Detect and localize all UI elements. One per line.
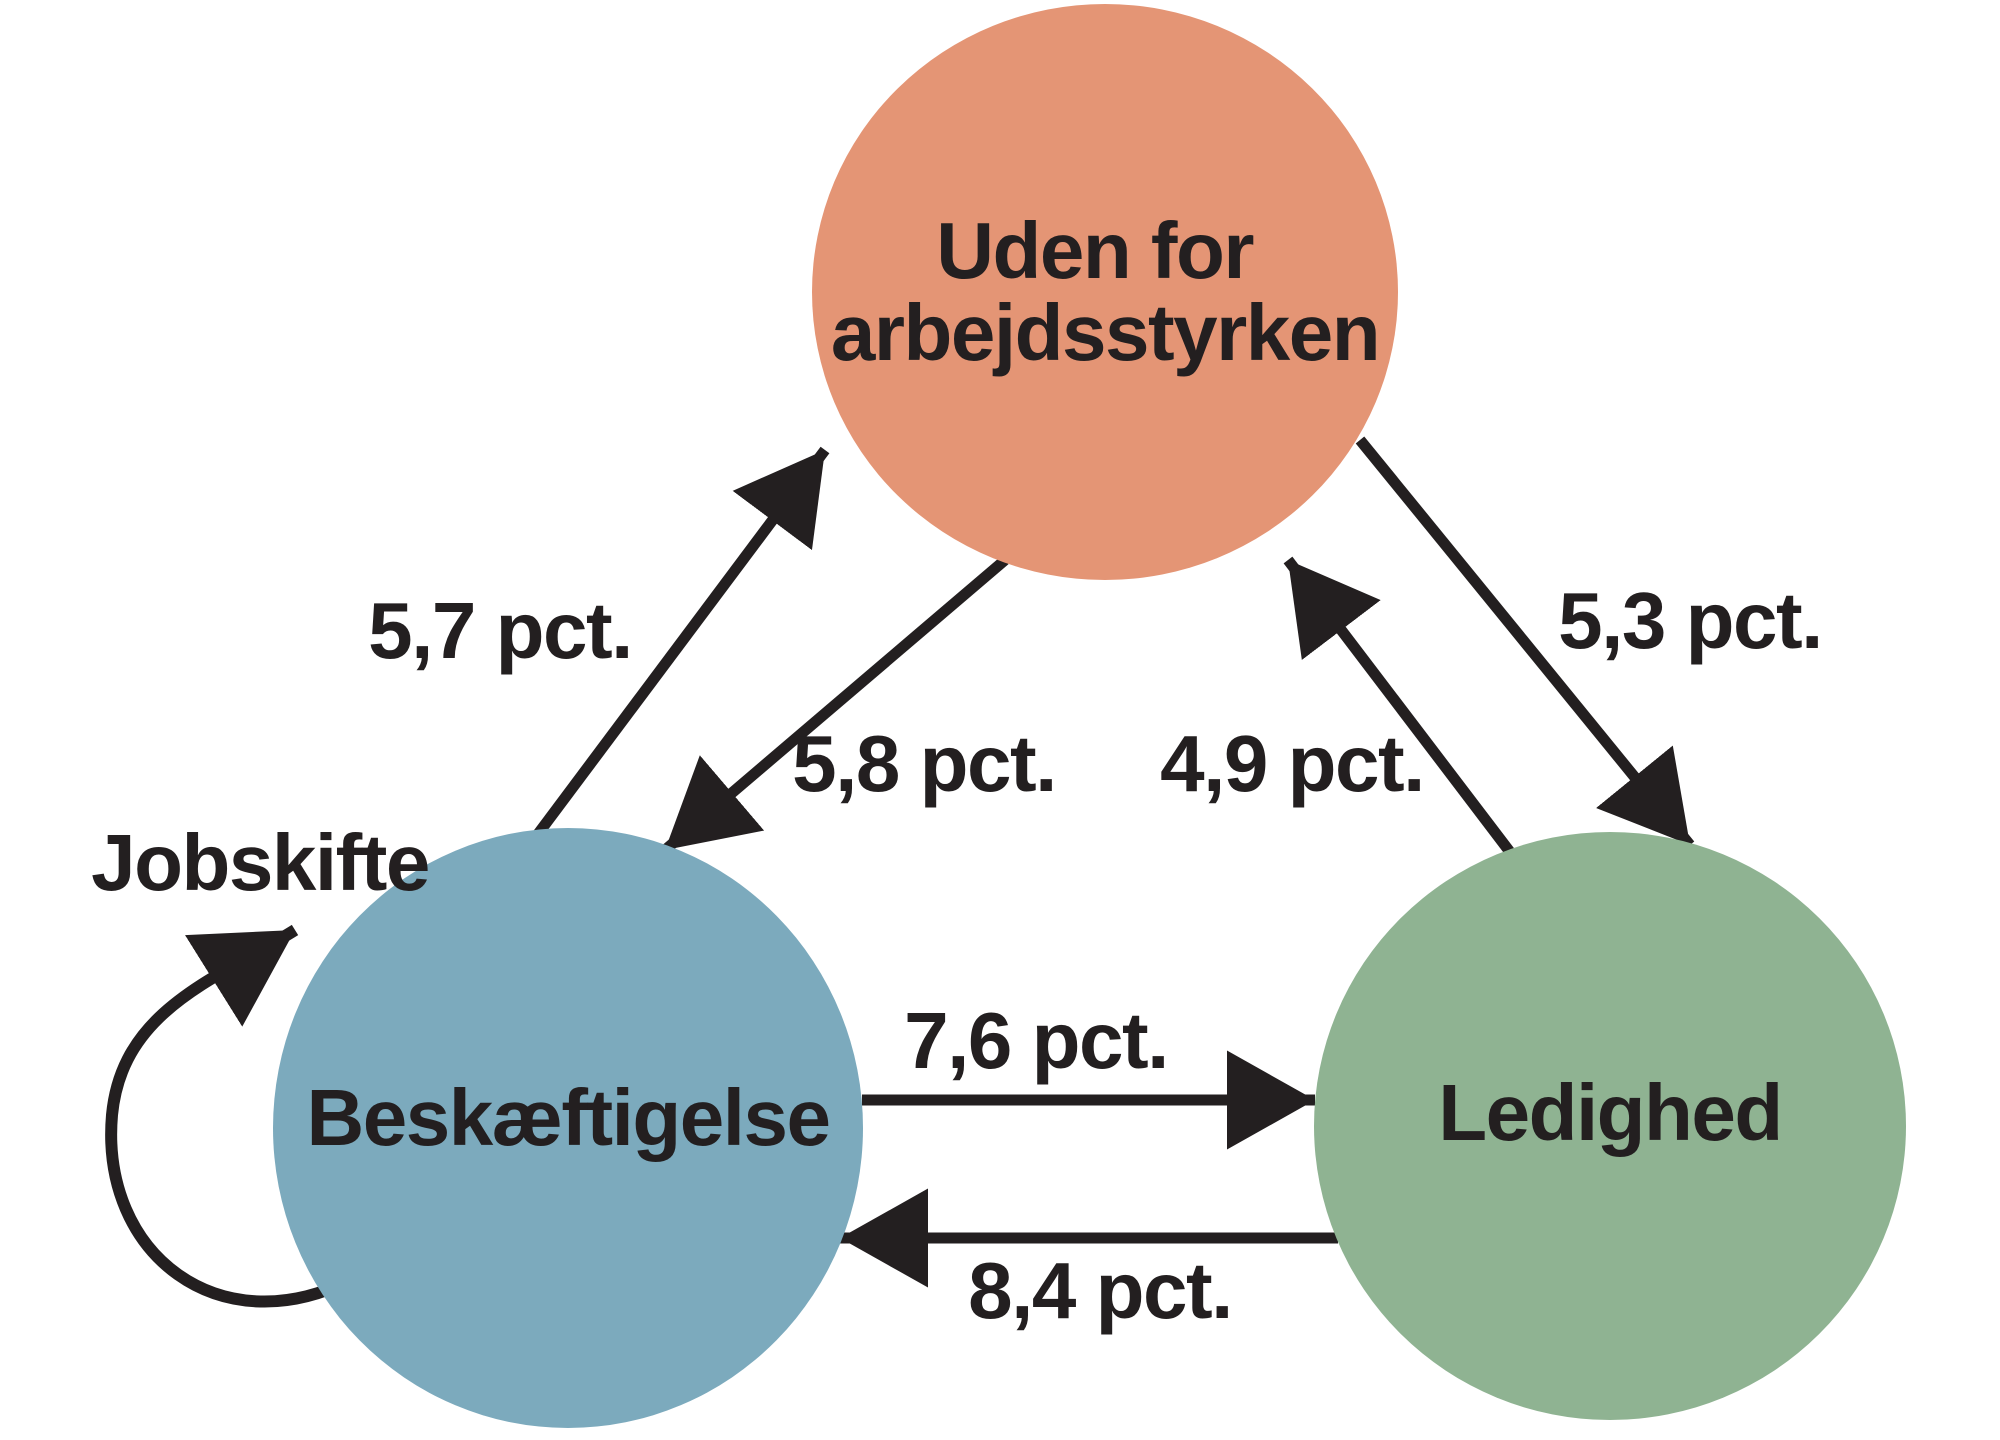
edge-label-5-7-pct: 5,7 pct. <box>368 586 632 675</box>
edge-udenfor-to-ledighed-arrow <box>1355 436 1695 849</box>
edges <box>105 436 1695 1308</box>
node-label-beskaeftigelse: Beskæftigelse <box>307 1073 830 1162</box>
edge-label-5-8-pct: 5,8 pct. <box>792 719 1056 808</box>
node-label-ledighed: Ledighed <box>1438 1068 1782 1157</box>
edge-label-5-3-pct: 5,3 pct. <box>1558 576 1822 665</box>
node-label-uden-for-arbejdsstyrken: Uden for arbejdsstyrken <box>831 206 1379 377</box>
nodes <box>273 4 1906 1428</box>
edge-label-4-9-pct: 4,9 pct. <box>1160 719 1424 808</box>
edge-ledighed-to-udenfor-arrow <box>1283 556 1515 856</box>
edge-label-7-6-pct: 7,6 pct. <box>904 996 1168 1085</box>
edge-udenfor-to-beskaeftigelse-arrow <box>661 555 1009 855</box>
edge-jobskifte-self-loop-arrow <box>105 924 353 1308</box>
edge-label-jobskifte: Jobskifte <box>91 818 429 907</box>
edge-beskaeftigelse-to-udenfor-arrow <box>515 446 830 862</box>
edge-label-8-4-pct: 8,4 pct. <box>968 1246 1232 1335</box>
node-ledighed <box>1314 832 1906 1420</box>
node-beskaeftigelse <box>273 828 863 1428</box>
labels: Uden for arbejdsstyrken Beskæftigelse Le… <box>91 206 1823 1335</box>
node-uden-for-arbejdsstyrken <box>812 4 1398 580</box>
